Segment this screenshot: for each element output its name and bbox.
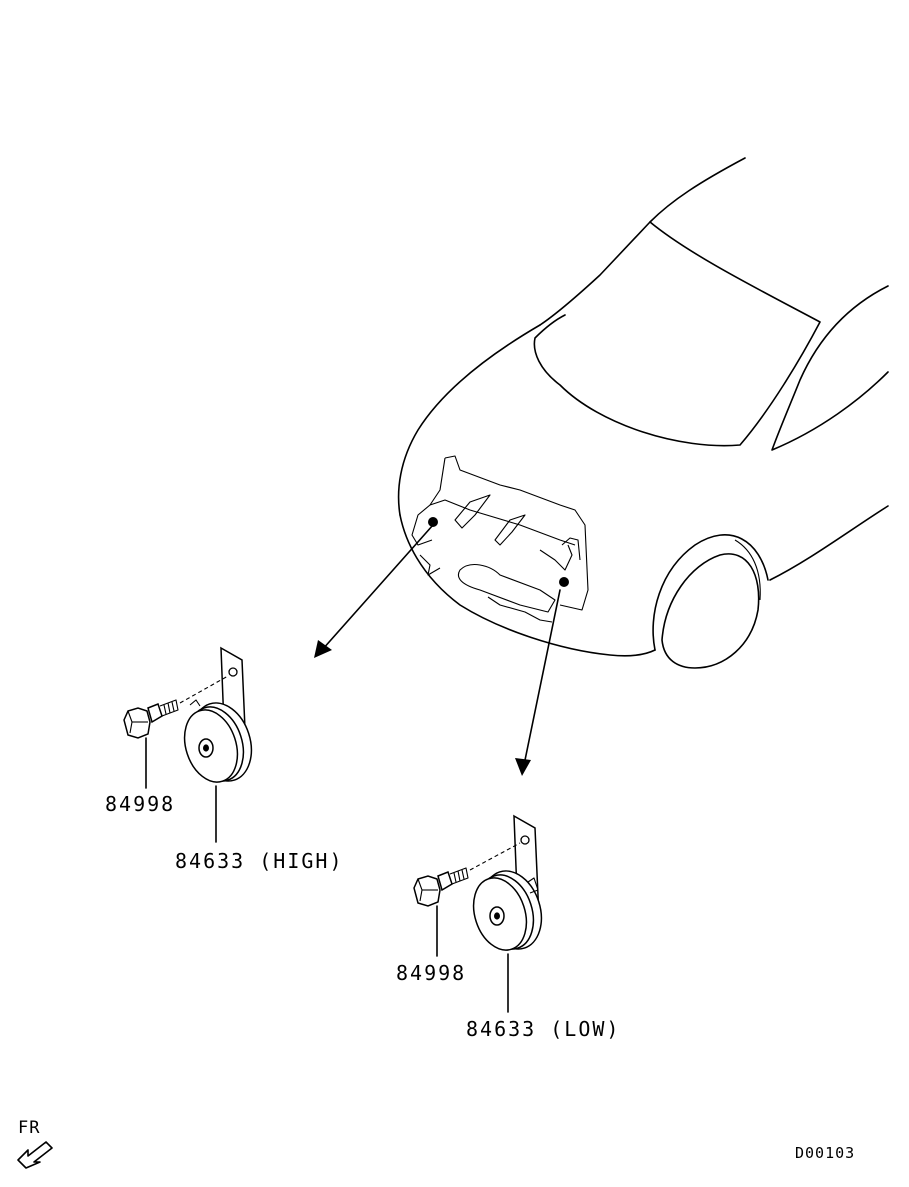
horn-high-icon [183,699,253,783]
horn-low-icon [472,870,543,951]
bolt-icon [413,867,469,907]
horn-high-assembly: 84998 84633 (HIGH) [105,646,344,873]
label-horn-high: 84633 (HIGH) [175,849,344,873]
diagram-code: D00103 [795,1144,855,1162]
label-bolt-low: 84998 [396,961,466,985]
bolt-icon [123,699,179,739]
vehicle-front-outline [397,157,889,669]
label-bolt-high: 84998 [105,792,175,816]
horn-low-assembly: 84998 84633 (LOW) [396,814,620,1041]
front-direction-arrow-icon [17,1141,53,1169]
label-horn-low: 84633 (LOW) [466,1017,620,1041]
front-direction-label: FR [18,1118,40,1138]
front-direction-indicator: FR [17,1118,53,1169]
location-arrows [314,524,561,776]
